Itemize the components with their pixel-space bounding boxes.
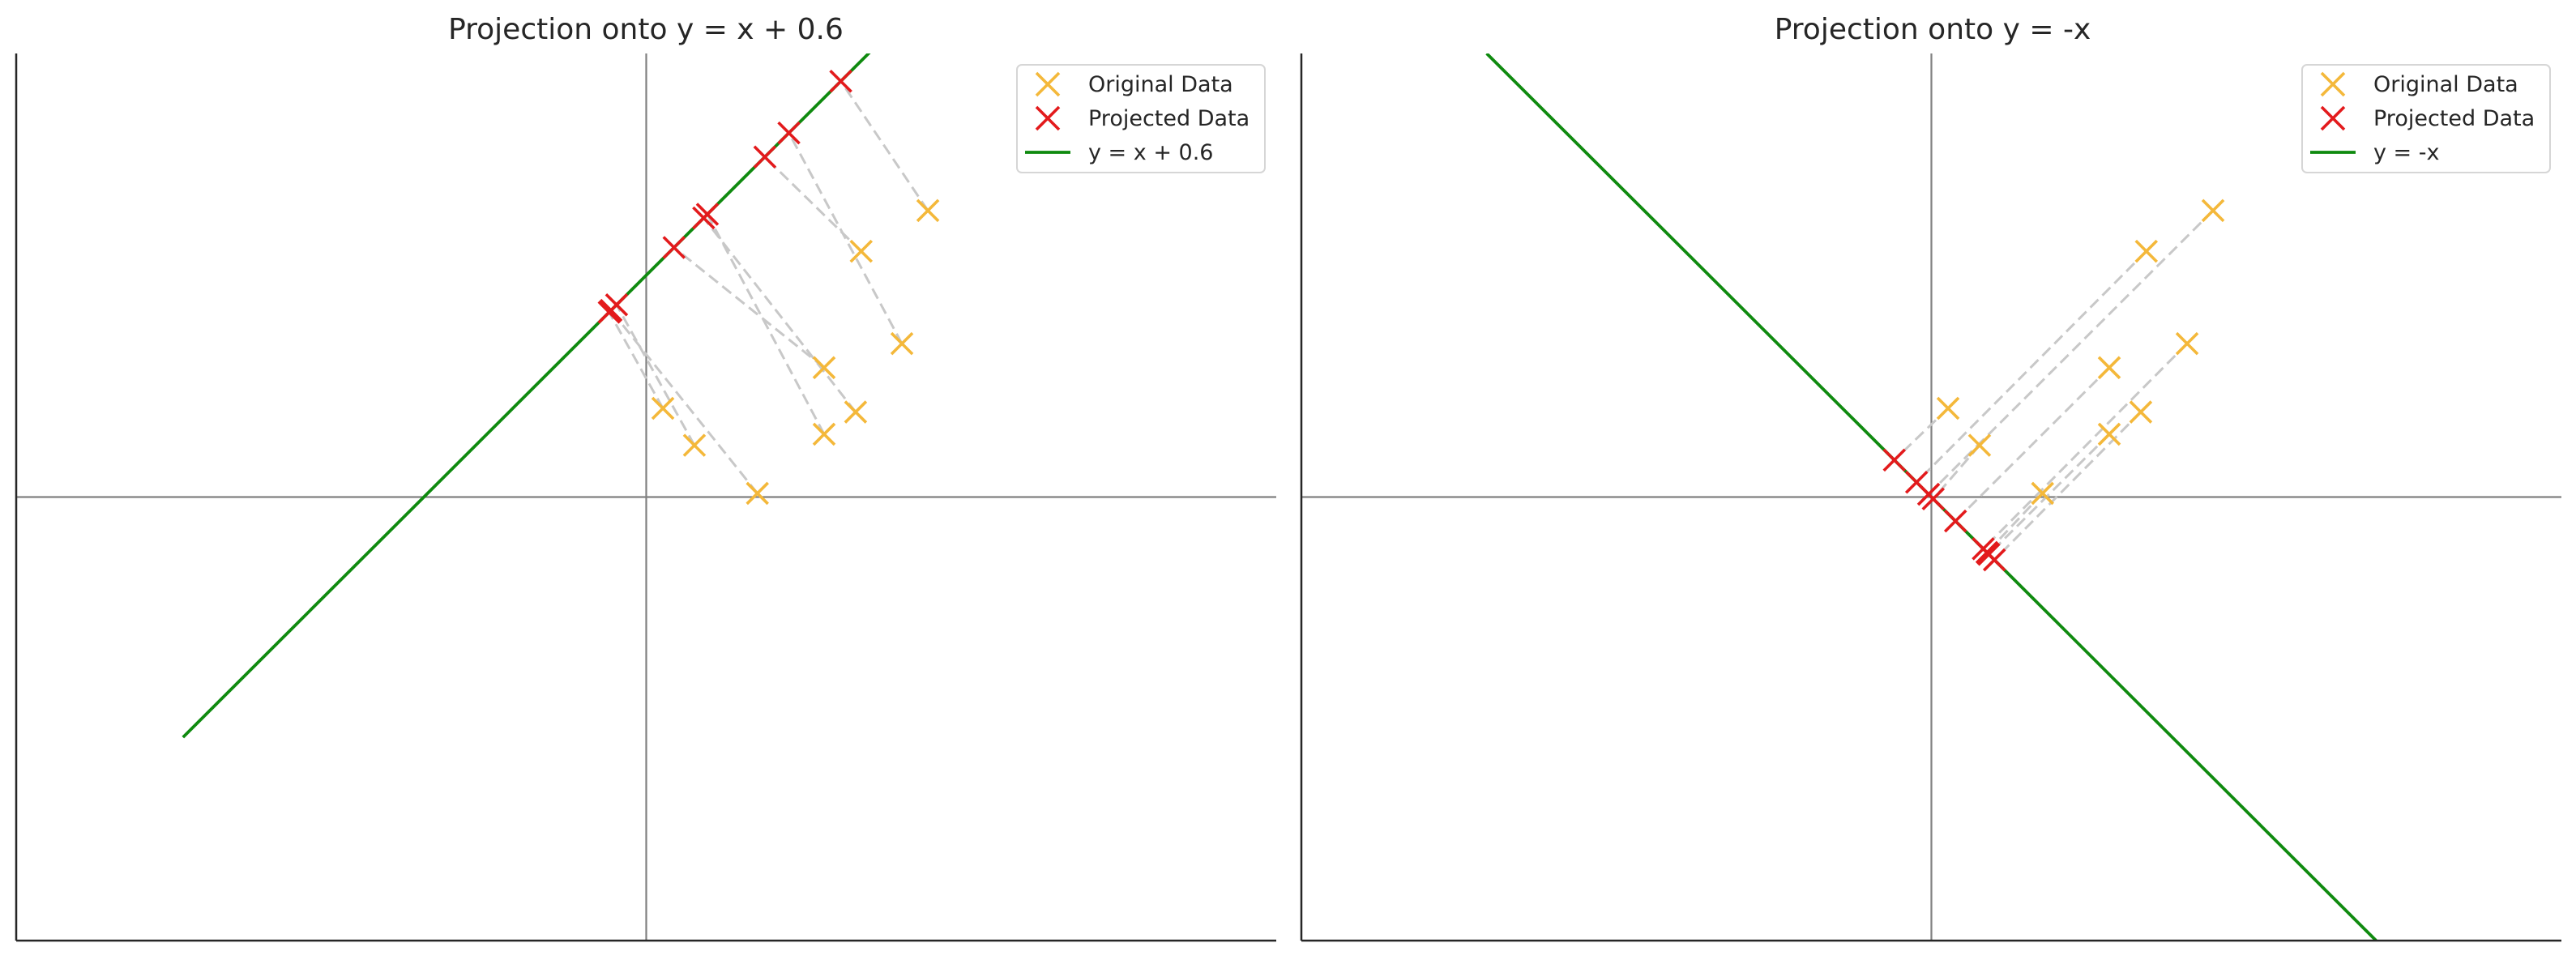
original-point bbox=[2097, 422, 2121, 446]
projection-connector bbox=[1982, 343, 2189, 550]
projection-connector bbox=[1986, 492, 2044, 553]
legend-box bbox=[1016, 64, 1266, 173]
original-point bbox=[890, 331, 914, 356]
original-point bbox=[2175, 331, 2199, 356]
projected-point bbox=[1943, 509, 1967, 533]
original-point bbox=[844, 400, 868, 424]
legend-label: y = x + 0.6 bbox=[1088, 140, 1213, 165]
projection-line bbox=[182, 53, 871, 739]
projection-connector bbox=[1993, 411, 2142, 561]
original-point bbox=[916, 198, 940, 223]
projected-point bbox=[599, 298, 623, 322]
original-point bbox=[849, 239, 874, 263]
legend-box bbox=[2301, 64, 2551, 173]
legend-marker bbox=[2320, 71, 2346, 97]
original-point bbox=[651, 396, 675, 420]
projection-connector bbox=[763, 156, 862, 253]
legend-label: y = -x bbox=[2373, 140, 2440, 165]
original-point bbox=[2201, 198, 2225, 223]
projected-point bbox=[1882, 448, 1907, 472]
legend-label: Original Data bbox=[1088, 72, 1233, 97]
original-point bbox=[682, 433, 707, 457]
projection-connector bbox=[673, 246, 825, 369]
subplot-left: Projection onto y = x + 0.6 Original Dat… bbox=[15, 13, 1276, 942]
original-point bbox=[812, 422, 836, 446]
projection-connector bbox=[1916, 250, 2147, 484]
projection-connector bbox=[1988, 433, 2111, 556]
projected-point bbox=[777, 121, 801, 145]
legend-label: Projected Data bbox=[2373, 106, 2535, 131]
projection-connector bbox=[1954, 366, 2111, 523]
projected-point bbox=[692, 206, 716, 230]
projected-point bbox=[753, 145, 777, 169]
legend-marker bbox=[1035, 105, 1061, 131]
original-point bbox=[1967, 433, 1992, 457]
original-point bbox=[812, 356, 836, 380]
chart-title: Projection onto y = -x bbox=[1775, 13, 2091, 46]
subplot-right: Projection onto y = -x Original DataProj… bbox=[1300, 13, 2561, 942]
original-point bbox=[1936, 396, 1960, 420]
original-point bbox=[745, 481, 769, 506]
projection-connector bbox=[703, 217, 857, 413]
original-point bbox=[2097, 356, 2121, 380]
projected-point bbox=[1916, 482, 1941, 506]
projected-point bbox=[662, 236, 686, 259]
projection-connector bbox=[788, 132, 904, 344]
projection-connector bbox=[608, 311, 664, 409]
legend-label: Projected Data bbox=[1088, 106, 1250, 131]
original-point bbox=[2129, 400, 2153, 424]
projection-connector bbox=[706, 213, 826, 435]
plot-area bbox=[16, 53, 1276, 941]
projected-point bbox=[1972, 537, 1995, 561]
chart-title: Projection onto y = x + 0.6 bbox=[448, 13, 844, 46]
projection-connector bbox=[615, 304, 696, 446]
legend-label: Original Data bbox=[2373, 72, 2518, 97]
projection-connector bbox=[609, 309, 758, 494]
original-point bbox=[2031, 481, 2054, 506]
legend-marker bbox=[1035, 71, 1061, 97]
projected-point bbox=[829, 69, 852, 93]
plot-area bbox=[1301, 53, 2561, 941]
projection-connector bbox=[839, 80, 929, 211]
legend-marker bbox=[2320, 105, 2346, 131]
original-point bbox=[2134, 239, 2159, 263]
